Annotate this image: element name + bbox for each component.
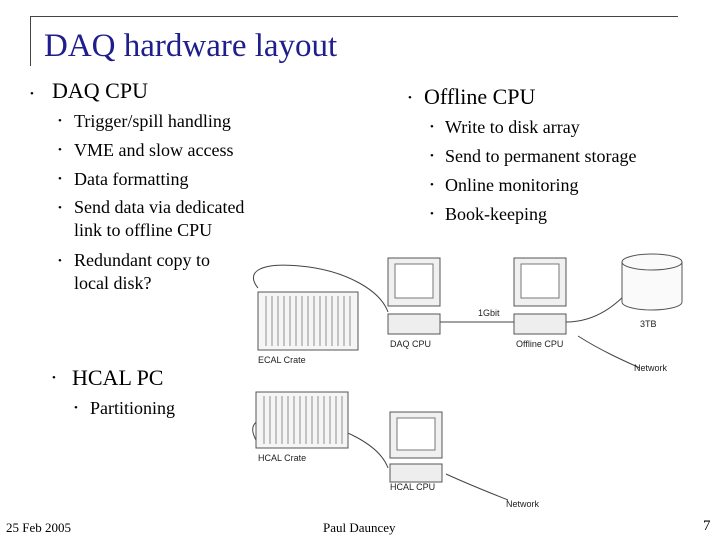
- list-item: Data formatting: [74, 169, 189, 189]
- list-item-continuation: local disk?: [74, 273, 152, 293]
- frame-line-horizontal: [30, 16, 678, 17]
- bullet-dot: •: [430, 121, 434, 133]
- daq-cpu-label: DAQ CPU: [390, 339, 431, 349]
- offline-cpu-computer: [513, 257, 567, 335]
- bullet-dot: •: [408, 92, 412, 104]
- footer-date: 25 Feb 2005: [6, 520, 71, 535]
- page-number: 7: [703, 518, 711, 534]
- hcal-cpu-label: HCAL CPU: [390, 482, 435, 492]
- link-label: 1Gbit: [478, 308, 500, 318]
- bullet-dot: •: [30, 88, 34, 100]
- network-label-2: Network: [506, 499, 540, 509]
- list-item: Online monitoring: [445, 175, 579, 195]
- daq-cpu-heading: DAQ CPU: [52, 78, 148, 103]
- list-item: Redundant copy to: [74, 250, 210, 270]
- list-item: Trigger/spill handling: [74, 111, 231, 131]
- ecal-crate: [257, 291, 359, 351]
- disk-array-icon: [621, 253, 683, 311]
- network-label-1: Network: [634, 363, 668, 373]
- daq-cpu-computer: [387, 257, 441, 335]
- bullet-dot: •: [58, 115, 62, 127]
- list-item: Send to permanent storage: [445, 146, 637, 166]
- network-cable-1: [577, 335, 641, 369]
- offline-cpu-heading: Offline CPU: [424, 84, 536, 109]
- frame-line-vertical: [30, 16, 31, 66]
- bullet-dot: •: [58, 173, 62, 185]
- bullet-dot: •: [58, 255, 62, 267]
- disk-size-label: 3TB: [640, 319, 657, 329]
- list-item: Send data via dedicated: [74, 197, 245, 217]
- bullet-dot: •: [58, 144, 62, 156]
- bullet-dot: •: [52, 372, 56, 384]
- list-item-continuation: link to offline CPU: [74, 220, 213, 240]
- ecal-crate-label: ECAL Crate: [258, 355, 306, 365]
- hcal-pc-heading: HCAL PC: [72, 365, 164, 390]
- network-cable-2: [445, 473, 509, 501]
- hcal-crate: [255, 391, 349, 449]
- bullet-dot: •: [58, 202, 62, 214]
- bullet-dot: •: [430, 208, 434, 220]
- ecal-cable: [252, 264, 389, 313]
- bullet-dot: •: [430, 150, 434, 162]
- hcal-crate-label: HCAL Crate: [258, 453, 306, 463]
- hcal-cpu-computer: [389, 411, 443, 483]
- footer-author: Paul Dauncey: [323, 520, 396, 535]
- list-item: Partitioning: [90, 398, 175, 418]
- list-item: Write to disk array: [445, 117, 580, 137]
- list-item: Book-keeping: [445, 204, 547, 224]
- list-item: VME and slow access: [74, 140, 234, 160]
- bullet-dot: •: [430, 179, 434, 191]
- bullet-dot: •: [74, 402, 78, 414]
- offline-cpu-label: Offline CPU: [516, 339, 563, 349]
- slide-title: DAQ hardware layout: [44, 28, 338, 64]
